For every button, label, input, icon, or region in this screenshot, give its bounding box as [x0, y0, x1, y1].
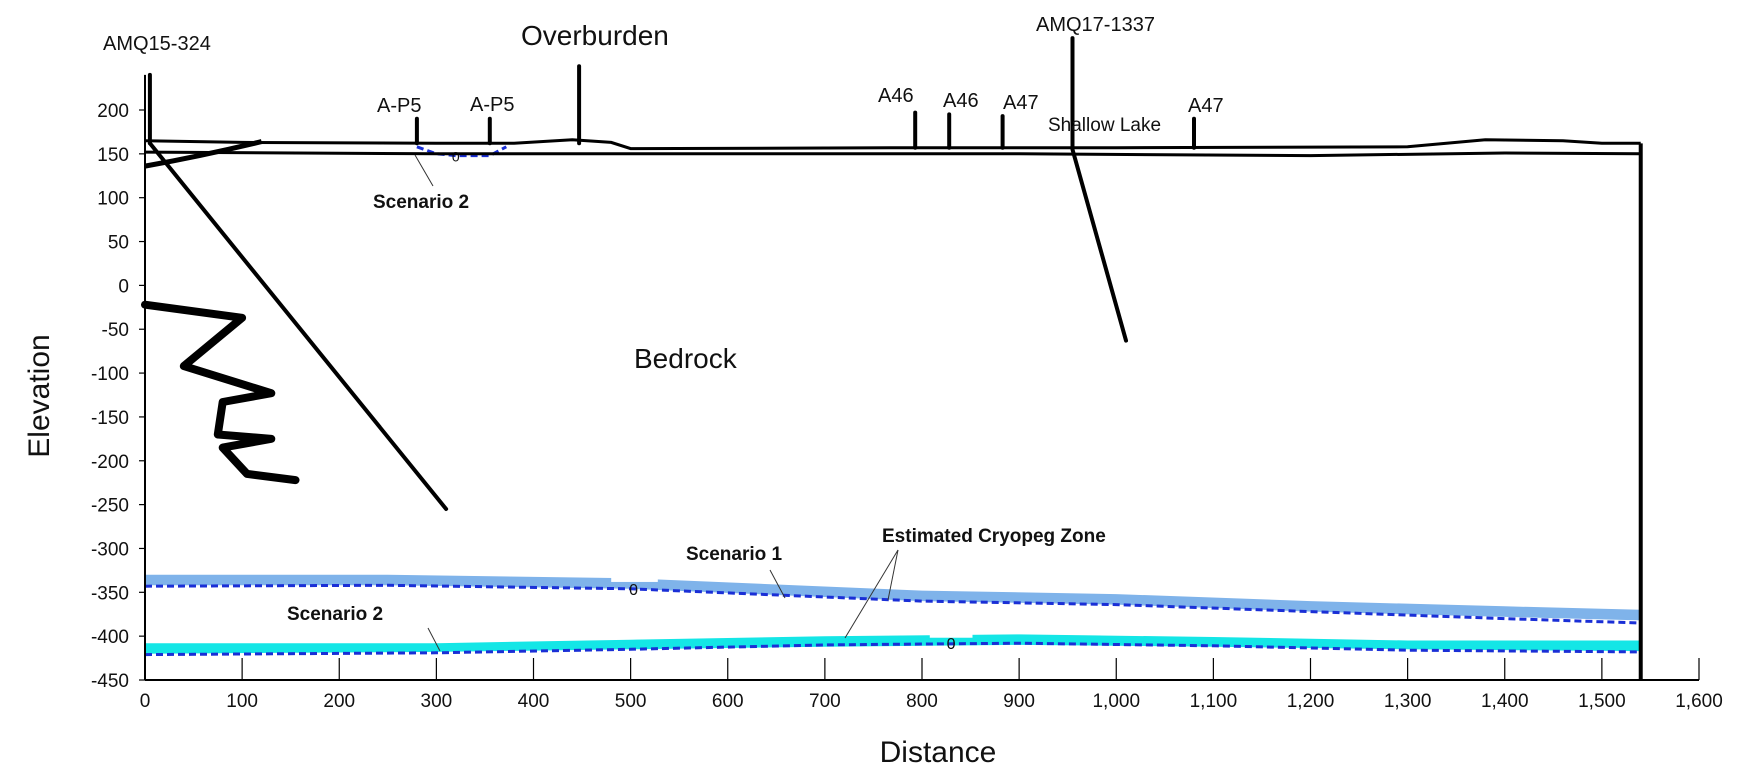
leader-line [414, 154, 434, 187]
scenario2-contour [144, 641, 1641, 657]
overburden-wedge-line [144, 139, 263, 169]
scenario2-band-gap [929, 632, 973, 638]
cryopeg-zone-label: Estimated Cryopeg Zone [882, 526, 1106, 547]
leader-line [427, 627, 441, 652]
x-tick-label: 900 [1003, 691, 1035, 712]
y-tick-label: -450 [91, 671, 129, 692]
y-axis-title: Elevation [23, 334, 56, 457]
x-tick-label: 400 [518, 691, 550, 712]
x-tick-label: 800 [906, 691, 938, 712]
y-tick-label: -300 [91, 539, 129, 560]
y-tick-label: 100 [97, 189, 129, 210]
contour-label: 0 [629, 582, 638, 599]
leader-line [769, 569, 786, 599]
y-tick-label: 50 [108, 233, 129, 254]
x-tick-label: 1,100 [1190, 691, 1238, 712]
y-tick-label: -250 [91, 496, 129, 517]
scenario2-top-label: Scenario 2 [373, 192, 469, 213]
x-tick-label: 0 [140, 691, 151, 712]
scenario1-label: Scenario 1 [686, 544, 783, 565]
well-label-a46: A46 [878, 85, 914, 107]
leader-line [887, 549, 899, 601]
bedrock-surface-line [144, 150, 1641, 158]
contour-label: 0 [947, 636, 956, 653]
well-label-a47: A47 [1003, 92, 1039, 114]
well-label-amq15-324: AMQ15-324 [103, 33, 211, 55]
x-tick-label: 700 [809, 691, 841, 712]
y-tick-label: -200 [91, 452, 129, 473]
x-tick-label: 1,500 [1578, 691, 1626, 712]
y-tick-label: -50 [102, 320, 129, 341]
well-label-a-p5: A-P5 [377, 95, 421, 117]
borehole-trace [1070, 36, 1128, 343]
overburden-label: Overburden [521, 20, 669, 51]
y-tick-label: 0 [118, 276, 129, 297]
geology-lines [141, 36, 1643, 680]
y-tick-label: 150 [97, 145, 129, 166]
x-tick-label: 300 [421, 691, 453, 712]
y-tick-label: -400 [91, 627, 129, 648]
x-tick-label: 600 [712, 691, 744, 712]
well-label-a-p5: A-P5 [470, 94, 514, 116]
ground-surface-line [144, 138, 1641, 151]
leader-line [844, 549, 899, 639]
well-label-a47: A47 [1188, 95, 1224, 117]
x-tick-label: 1,300 [1384, 691, 1432, 712]
x-axis-title: Distance [880, 736, 997, 769]
x-tick-label: 200 [323, 691, 355, 712]
x-tick-label: 1,600 [1675, 691, 1723, 712]
x-tick-label: 1,000 [1092, 691, 1140, 712]
scenario2-band [145, 634, 1641, 654]
x-tick-label: 1,400 [1481, 691, 1529, 712]
y-tick-label: -150 [91, 408, 129, 429]
x-tick-label: 500 [615, 691, 647, 712]
x-tick-label: 100 [226, 691, 258, 712]
well-label-a46: A46 [943, 90, 979, 112]
well-label-amq17-1337: AMQ17-1337 [1036, 14, 1155, 36]
borehole-trace [147, 141, 449, 511]
y-tick-label: 200 [97, 101, 129, 122]
zigzag-trace [141, 300, 300, 485]
scenario1-band-gap [611, 575, 658, 582]
shallow-lake-label: Shallow Lake [1048, 115, 1161, 136]
x-tick-label: 1,200 [1287, 691, 1335, 712]
scenario2-bottom-label: Scenario 2 [287, 604, 383, 625]
scenario1-contour [144, 583, 1641, 625]
bedrock-label: Bedrock [634, 343, 738, 374]
contour-label: 0 [452, 149, 460, 165]
y-tick-label: -100 [91, 364, 129, 385]
y-tick-label: -350 [91, 583, 129, 604]
